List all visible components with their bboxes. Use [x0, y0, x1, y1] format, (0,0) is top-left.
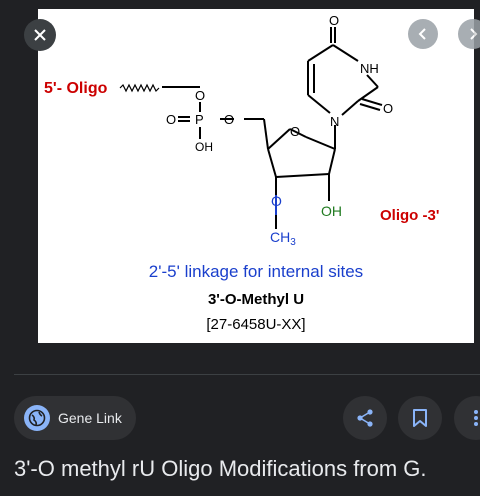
preview-image[interactable]: O NH O N O O O P O OH O CH3 OH 5'- Oligo…	[38, 9, 474, 343]
chevron-left-icon	[418, 28, 426, 40]
linkage-text: 2'-5' linkage for internal sites	[149, 262, 363, 281]
divider	[14, 374, 480, 375]
atom-p-o-right: O	[224, 112, 234, 127]
chevron-right-icon	[470, 28, 478, 40]
atom-oh-2prime: OH	[321, 203, 342, 219]
close-icon	[34, 29, 46, 41]
atom-oh-phosphate: OH	[195, 140, 213, 154]
share-icon	[357, 409, 373, 427]
close-button[interactable]	[24, 19, 56, 51]
chemical-structure: O NH O N O O O P O OH O CH3 OH 5'- Oligo…	[44, 13, 439, 333]
more-options-button[interactable]	[454, 396, 480, 440]
atom-o-methyl: O	[271, 193, 282, 209]
product-name: 3'-O-Methyl U	[208, 291, 304, 308]
catalog-number: [27-6458U-XX]	[206, 316, 305, 333]
image-caption[interactable]: 3'-O methyl rU Oligo Modifications from …	[14, 456, 427, 481]
source-link[interactable]: Gene Link	[14, 396, 136, 440]
atom-p-o-left: O	[166, 112, 176, 127]
previous-button[interactable]	[408, 19, 438, 49]
three-prime-label: Oligo -3'	[380, 207, 439, 224]
save-button[interactable]	[398, 396, 442, 440]
atom-ch3: CH3	[270, 229, 296, 248]
bookmark-icon	[413, 409, 427, 427]
share-button[interactable]	[343, 396, 387, 440]
more-vert-icon	[474, 410, 478, 426]
source-name: Gene Link	[58, 410, 122, 426]
globe-icon	[24, 405, 50, 431]
atom-o-right: O	[383, 101, 393, 116]
atom-nh: NH	[360, 61, 379, 76]
five-prime-label: 5'- Oligo	[44, 80, 108, 97]
atom-n: N	[330, 114, 339, 129]
atom-p: P	[195, 112, 204, 127]
atom-o-ring: O	[290, 124, 300, 139]
atom-p-o-top: O	[195, 88, 205, 103]
atom-o-top: O	[329, 13, 339, 28]
next-button[interactable]	[458, 19, 480, 49]
